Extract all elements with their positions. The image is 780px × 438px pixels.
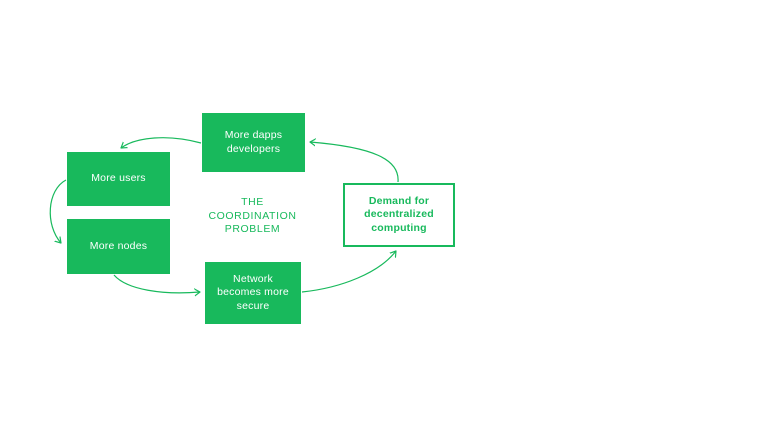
diagram-title-line: THE	[241, 196, 264, 208]
node-label-line: More nodes	[89, 239, 148, 252]
arrow-nodes-to-network	[113, 274, 200, 293]
node-more-nodes: More nodes	[67, 219, 170, 274]
arrow-network-to-demand	[301, 251, 396, 293]
node-label-line: More users	[91, 172, 146, 185]
arrow-demand-to-dapps	[310, 142, 399, 183]
node-demand-for-decentralized-computing: Demand for decentralized computing	[343, 183, 455, 247]
node-label-line: becomes more	[217, 286, 289, 299]
arrow-users-to-nodes	[49, 179, 67, 243]
node-label-line: Network	[233, 272, 273, 285]
node-more-users: More users	[67, 152, 170, 206]
node-label-line: computing	[371, 221, 427, 234]
diagram-title-line: COORDINATION	[208, 209, 297, 222]
diagram-title-line: PROBLEM	[224, 223, 281, 235]
diagram-title: THE COORDINATION PROBLEM	[202, 196, 303, 237]
node-label-line: More dapps	[224, 129, 283, 141]
arrow-dapps-to-users	[121, 137, 202, 148]
node-label-line: Demand for	[368, 194, 430, 207]
node-network-becomes-more-secure: Network becomes more secure	[205, 262, 301, 324]
node-label-line: decentralized	[364, 208, 434, 221]
node-more-dapps-developers: More dapps developers	[202, 113, 305, 172]
node-label-line: developers	[226, 142, 281, 155]
node-label-line: secure	[236, 299, 270, 312]
